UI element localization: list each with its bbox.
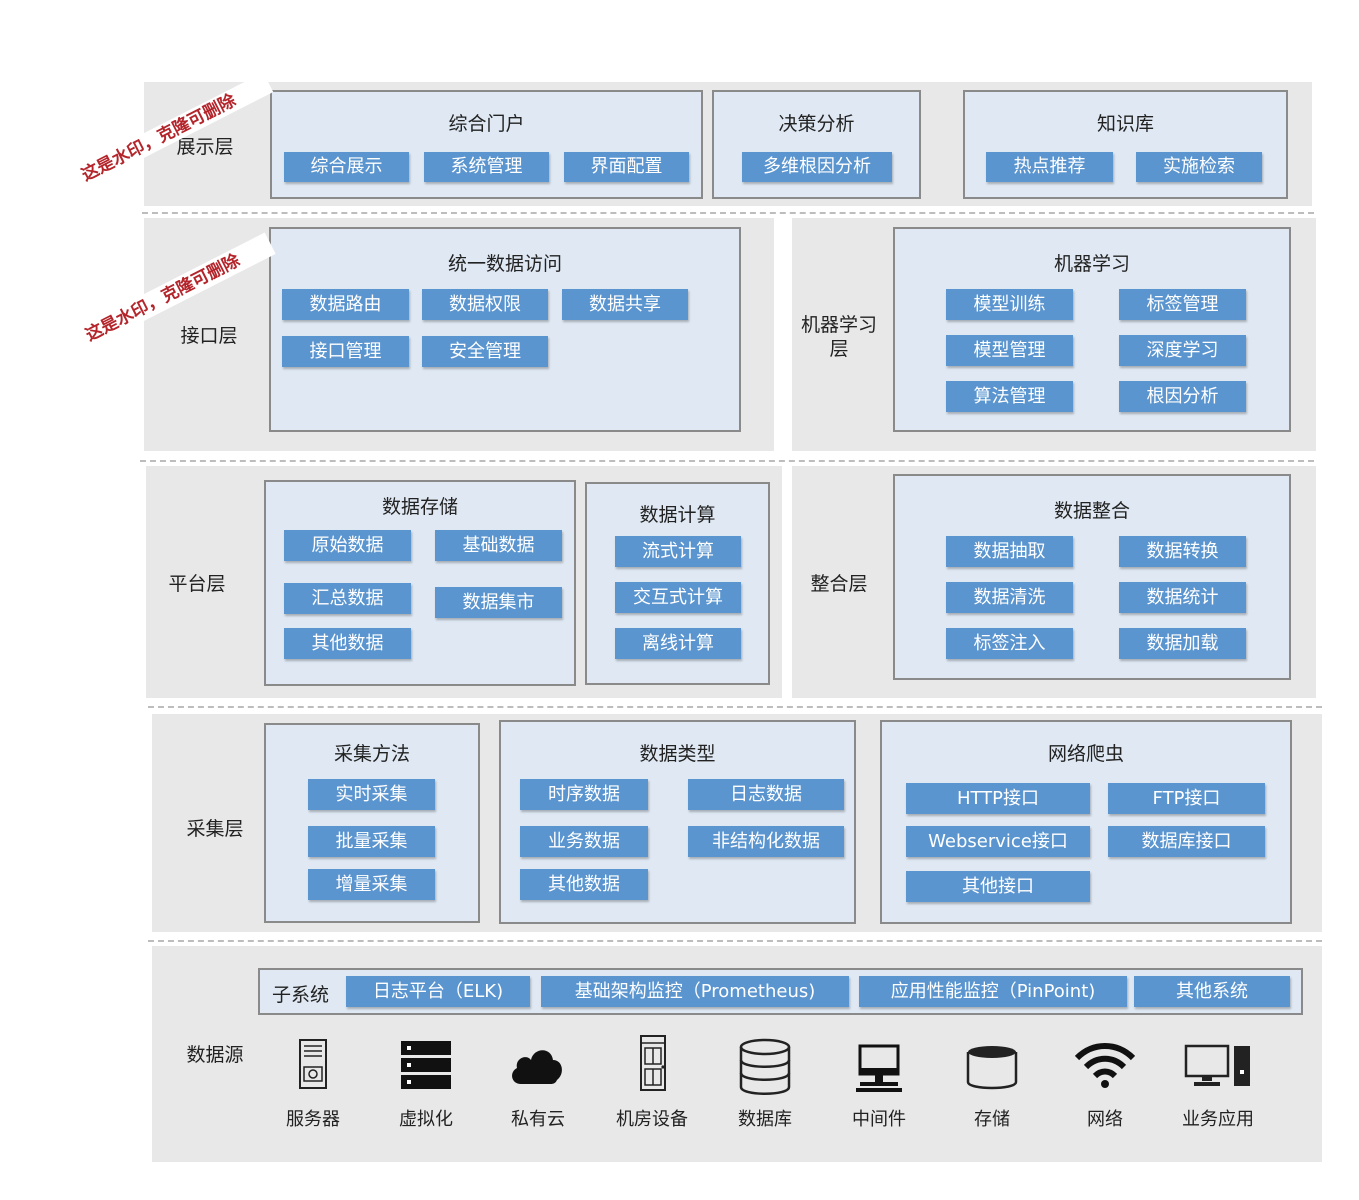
types-item[interactable]: 日志数据 [688,779,844,810]
access-item[interactable]: 接口管理 [282,336,409,367]
access-item[interactable]: 数据权限 [422,289,548,320]
middleware-icon [856,1044,902,1098]
server-icon [298,1038,328,1094]
decision-box: 决策分析 [712,90,921,199]
decision-item[interactable]: 多维根因分析 [742,152,892,182]
display-layer-label: 展示层 [176,136,234,158]
database-icon [738,1038,792,1100]
compute-title: 数据计算 [639,504,716,526]
cloud-icon [509,1044,565,1090]
subsystem-item[interactable]: 基础架构监控（Prometheus) [541,976,849,1007]
source-label: 服务器 [286,1109,340,1130]
collection-layer-label: 采集层 [186,818,244,840]
storage-item[interactable]: 汇总数据 [284,583,411,614]
subsystem-item[interactable]: 其他系统 [1134,976,1290,1007]
integration-item[interactable]: 数据转换 [1119,536,1246,567]
methods-title: 采集方法 [333,743,410,765]
interface-layer-label: 接口层 [180,325,238,347]
types-item[interactable]: 非结构化数据 [688,826,844,857]
methods-item[interactable]: 增量采集 [308,869,435,900]
storage-title: 数据存储 [381,496,458,518]
ml-layer-label: 机器学习 层 [800,314,877,360]
integration-item[interactable]: 数据统计 [1119,582,1246,613]
ml-item[interactable]: 深度学习 [1119,335,1246,366]
integration-item[interactable]: 标签注入 [946,628,1073,659]
divider [140,460,1314,462]
access-item[interactable]: 数据路由 [282,289,409,320]
storage-item[interactable]: 原始数据 [284,530,411,561]
integration-item[interactable]: 数据加载 [1119,628,1246,659]
ml-item[interactable]: 模型训练 [946,289,1073,320]
crawler-title: 网络爬虫 [1047,743,1124,765]
compute-item[interactable]: 离线计算 [615,628,741,659]
decision-title: 决策分析 [778,113,855,135]
crawler-item[interactable]: 其他接口 [906,871,1090,902]
source-label: 存储 [974,1109,1010,1130]
portal-item[interactable]: 综合展示 [284,152,409,182]
source-label: 私有云 [511,1109,565,1130]
crawler-item[interactable]: HTTP接口 [906,783,1090,814]
knowledge-item[interactable]: 实施检索 [1136,152,1262,182]
compute-item[interactable]: 交互式计算 [615,582,741,613]
subsystem-item[interactable]: 日志平台（ELK) [346,976,530,1007]
portal-box: 综合门户 [270,90,703,199]
crawler-item[interactable]: 数据库接口 [1108,826,1265,857]
virtualization-icon [401,1041,451,1093]
ml-item[interactable]: 根因分析 [1119,381,1246,412]
crawler-item[interactable]: Webservice接口 [906,826,1090,857]
wifi-icon [1074,1042,1136,1094]
portal-item[interactable]: 界面配置 [564,152,689,182]
data-access-box: 统一数据访问 [269,227,741,432]
types-item[interactable]: 时序数据 [520,779,648,810]
source-label: 业务应用 [1182,1109,1254,1130]
methods-item[interactable]: 实时采集 [308,779,435,810]
divider [148,706,1322,708]
platform-layer-label: 平台层 [168,573,226,595]
crawler-item[interactable]: FTP接口 [1108,783,1265,814]
compute-item[interactable]: 流式计算 [615,536,741,567]
storage-icon [966,1044,1018,1094]
source-label: 机房设备 [616,1109,688,1130]
source-label: 数据库 [738,1109,792,1130]
ml-item[interactable]: 算法管理 [946,381,1073,412]
subsystem-item[interactable]: 应用性能监控（PinPoint) [859,976,1127,1007]
datasource-layer-label: 数据源 [186,1044,244,1066]
subsystem-label: 子系统 [272,984,330,1006]
knowledge-title: 知识库 [1096,113,1154,135]
desktop-icon [1184,1044,1254,1092]
divider [148,940,1322,942]
integration-title: 数据整合 [1053,500,1130,522]
data-access-title: 统一数据访问 [447,253,562,275]
portal-title: 综合门户 [448,113,525,135]
storage-item[interactable]: 其他数据 [284,628,411,659]
integration-layer-label: 整合层 [810,573,868,595]
rack-icon [639,1034,667,1096]
types-item[interactable]: 其他数据 [520,869,648,900]
knowledge-box: 知识库 [963,90,1288,199]
integration-item[interactable]: 数据清洗 [946,582,1073,613]
portal-item[interactable]: 系统管理 [424,152,549,182]
ml-item[interactable]: 模型管理 [946,335,1073,366]
source-label: 网络 [1087,1109,1123,1130]
access-item[interactable]: 数据共享 [562,289,688,320]
types-item[interactable]: 业务数据 [520,826,648,857]
integration-item[interactable]: 数据抽取 [946,536,1073,567]
methods-item[interactable]: 批量采集 [308,826,435,857]
source-label: 中间件 [852,1109,906,1130]
ml-title: 机器学习 [1053,253,1130,275]
access-item[interactable]: 安全管理 [422,336,548,367]
types-title: 数据类型 [639,743,716,765]
storage-item[interactable]: 基础数据 [435,530,562,561]
storage-item[interactable]: 数据集市 [435,587,562,618]
divider [142,212,1314,214]
ml-item[interactable]: 标签管理 [1119,289,1246,320]
source-label: 虚拟化 [399,1109,453,1130]
knowledge-item[interactable]: 热点推荐 [986,152,1113,182]
